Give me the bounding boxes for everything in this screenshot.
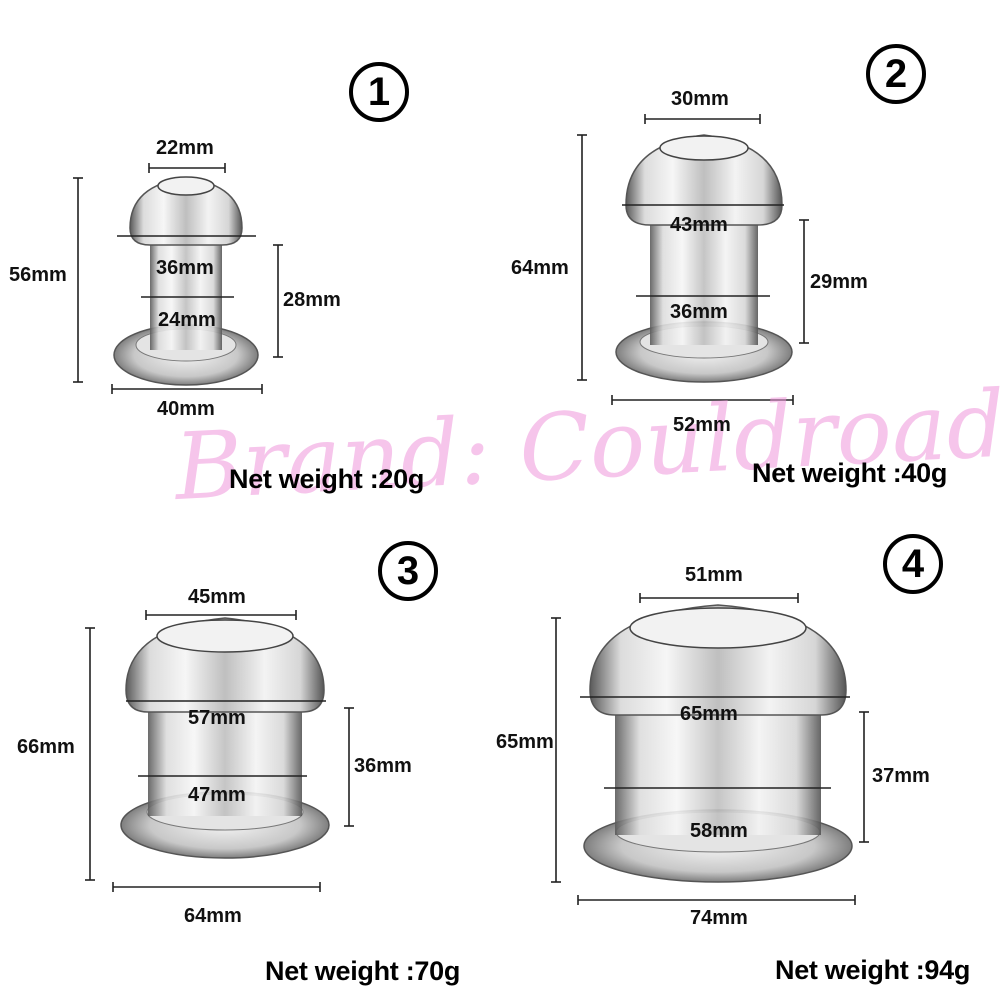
dim-total-height: 64mm: [511, 257, 569, 279]
net-weight: Net weight :20g: [229, 464, 425, 494]
dim-total-height: 65mm: [496, 731, 554, 753]
dim-neck-diameter: 36mm: [670, 301, 728, 323]
dim-base-diameter: 64mm: [184, 905, 242, 927]
item-number-badge: 2: [866, 44, 926, 104]
dim-base-diameter: 74mm: [690, 907, 748, 929]
item-number-badge: 4: [883, 534, 943, 594]
dim-base-diameter: 40mm: [157, 398, 215, 420]
dim-neck-diameter: 47mm: [188, 784, 246, 806]
plug-3-image: [120, 617, 330, 859]
dim-top-opening: 22mm: [156, 137, 214, 159]
plug-4-image: [583, 604, 853, 883]
dim-base-diameter: 52mm: [673, 414, 731, 436]
dim-neck-diameter: 58mm: [690, 820, 748, 842]
dim-top-opening: 51mm: [685, 564, 743, 586]
dim-total-height: 56mm: [9, 264, 67, 286]
item-number-badge: 3: [378, 541, 438, 601]
net-weight: Net weight :70g: [265, 956, 461, 986]
dim-head-diameter: 65mm: [680, 703, 738, 725]
dim-length: 29mm: [810, 271, 868, 293]
dim-length: 37mm: [872, 765, 930, 787]
dim-total-height: 66mm: [17, 736, 75, 758]
dim-head-diameter: 36mm: [156, 257, 214, 279]
dim-top-opening: 30mm: [671, 88, 729, 110]
dim-head-diameter: 43mm: [670, 214, 728, 236]
plug-1-image: [113, 176, 259, 386]
dim-length: 28mm: [283, 289, 341, 311]
net-weight: Net weight :94g: [775, 955, 971, 985]
net-weight: Net weight :40g: [752, 458, 948, 488]
item-number-badge: 1: [349, 62, 409, 122]
plug-2-image: [615, 134, 793, 383]
dim-top-opening: 45mm: [188, 586, 246, 608]
dim-neck-diameter: 24mm: [158, 309, 216, 331]
dim-head-diameter: 57mm: [188, 707, 246, 729]
dimension-lines: [73, 114, 869, 905]
dim-length: 36mm: [354, 755, 412, 777]
